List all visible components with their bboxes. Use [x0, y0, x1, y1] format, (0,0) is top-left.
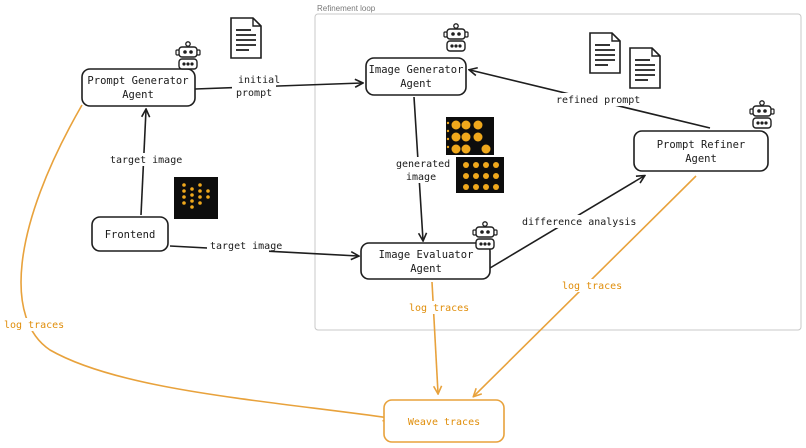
robot-icon	[749, 100, 775, 129]
label-target-image-up: target image	[110, 155, 182, 166]
target-image-thumbnail	[174, 177, 218, 219]
label-log-traces-right: log traces	[562, 281, 622, 292]
label-log-traces-mid: log traces	[409, 303, 469, 314]
label-generated-image-1: generated	[396, 159, 450, 170]
robot-icon	[472, 221, 498, 250]
label-initial-prompt-2: prompt	[236, 88, 272, 99]
edge-initial-prompt	[194, 83, 362, 90]
document-icon	[589, 32, 621, 74]
label-generated-image-2: image	[406, 172, 436, 183]
node-prompt-refiner: Prompt Refiner Agent	[633, 130, 769, 172]
image-evaluator-label-1: Image Evaluator	[379, 249, 474, 261]
frontend-label: Frontend	[105, 229, 156, 241]
label-refined-prompt: refined prompt	[556, 95, 640, 106]
label-difference-analysis: difference analysis	[522, 217, 636, 228]
edge-log-traces-left	[20, 104, 390, 418]
prompt-refiner-label-1: Prompt Refiner	[657, 139, 746, 151]
generated-image-thumbnail	[446, 117, 494, 155]
image-evaluator-label-2: Agent	[410, 263, 442, 275]
robot-icon	[175, 41, 201, 70]
node-prompt-generator: Prompt Generator Agent	[81, 68, 196, 107]
weave-traces-label: Weave traces	[408, 417, 480, 428]
image-generator-label-2: Agent	[400, 78, 432, 90]
robot-icon	[443, 23, 469, 52]
image-generator-label-1: Image Generator	[369, 64, 464, 76]
edge-log-traces-mid	[431, 281, 438, 393]
refinement-loop-group	[314, 13, 802, 331]
node-image-evaluator: Image Evaluator Agent	[360, 242, 491, 280]
refinement-loop-label: Refinement loop	[317, 4, 376, 13]
prompt-generator-label-2: Agent	[122, 89, 154, 101]
node-frontend: Frontend	[91, 216, 169, 252]
document-icon	[629, 47, 661, 89]
label-log-traces-left: log traces	[4, 320, 64, 331]
document-icon	[230, 17, 262, 59]
node-weave-traces: Weave traces	[383, 399, 505, 443]
prompt-refiner-label-2: Agent	[685, 153, 717, 165]
prompt-generator-label-1: Prompt Generator	[87, 75, 188, 87]
label-target-image-right: target image	[210, 241, 282, 252]
label-initial-prompt-1: initial	[238, 75, 280, 86]
generated-image-thumbnail	[456, 157, 504, 193]
node-image-generator: Image Generator Agent	[365, 57, 467, 96]
